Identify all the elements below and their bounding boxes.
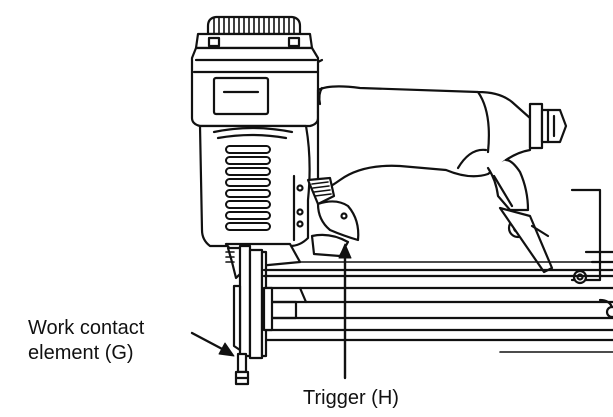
motor-housing	[198, 124, 311, 248]
work-contact-label-line2: element (G)	[28, 342, 134, 364]
trigger-assembly	[306, 176, 360, 258]
work-contact-label-line1: Work contact	[28, 317, 145, 339]
leader-arrow-work-contact	[190, 331, 235, 357]
exhaust-cap	[194, 15, 314, 50]
air-fitting	[528, 102, 568, 150]
rear-support	[486, 158, 613, 285]
leader-arrow-trigger	[338, 243, 352, 380]
work-contact-element-label: Work contact element (G)	[28, 316, 144, 366]
trigger-label: Trigger (H)	[303, 387, 399, 409]
handle	[316, 85, 532, 194]
cylinder-cap	[190, 46, 324, 128]
cooling-vents	[225, 145, 271, 231]
magazine	[262, 261, 613, 353]
